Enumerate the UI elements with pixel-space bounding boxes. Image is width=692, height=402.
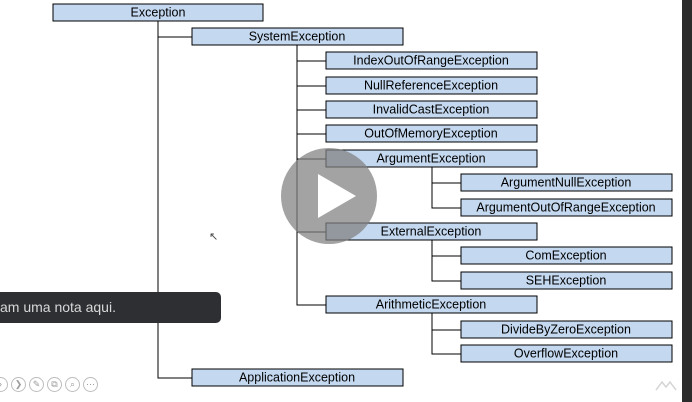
node-seh-exception: SEHException	[460, 271, 673, 290]
node-overflow-exception: OverflowException	[460, 344, 673, 363]
mouse-pointer-icon: ↖	[209, 231, 219, 243]
pen-icon[interactable]: ✎	[29, 377, 44, 392]
zoom-icon[interactable]: ⌕	[65, 377, 80, 392]
more-icon[interactable]: ⋯	[83, 377, 98, 392]
node-com-exception: ComException	[460, 246, 673, 265]
svg-text:ArgumentNullException: ArgumentNullException	[501, 176, 632, 190]
play-button[interactable]	[281, 148, 377, 244]
svg-text:ApplicationException: ApplicationException	[239, 371, 355, 385]
next-icon[interactable]: ❯	[11, 377, 26, 392]
svg-text:ComException: ComException	[525, 249, 606, 263]
node-argument-out-of-range-exception: ArgumentOutOfRangeException	[460, 198, 673, 217]
node-application-exception: ApplicationException	[191, 368, 404, 387]
node-index-out-of-range-exception: IndexOutOfRangeException	[325, 51, 538, 70]
node-system-exception: SystemException	[191, 27, 404, 46]
node-argument-null-exception: ArgumentNullException	[460, 173, 673, 192]
previous-icon[interactable]: ›	[0, 377, 8, 392]
svg-text:ArgumentOutOfRangeException: ArgumentOutOfRangeException	[476, 201, 655, 215]
note-tooltip: am uma nota aqui.	[0, 292, 221, 323]
svg-text:ArithmeticException: ArithmeticException	[376, 298, 487, 312]
svg-text:NullReferenceException: NullReferenceException	[364, 79, 498, 93]
watermark-icon	[655, 381, 677, 391]
node-out-of-memory-exception: OutOfMemoryException	[325, 124, 538, 143]
connector-lines	[157, 21, 461, 379]
slide-toolbar: › ❯ ✎ ⧉ ⌕ ⋯	[0, 377, 98, 393]
node-invalid-cast-exception: InvalidCastException	[325, 100, 538, 119]
svg-text:DivideByZeroException: DivideByZeroException	[501, 323, 631, 337]
node-exception: Exception	[52, 3, 264, 22]
svg-text:SEHException: SEHException	[526, 274, 607, 288]
svg-text:ArgumentException: ArgumentException	[376, 152, 485, 166]
play-icon	[318, 174, 356, 218]
node-null-reference-exception: NullReferenceException	[325, 76, 538, 95]
node-arithmetic-exception: ArithmeticException	[325, 295, 538, 314]
svg-text:ExternalException: ExternalException	[381, 225, 482, 239]
copy-icon[interactable]: ⧉	[47, 377, 62, 392]
note-text: am uma nota aqui.	[0, 299, 116, 315]
node-divide-by-zero-exception: DivideByZeroException	[460, 320, 673, 339]
svg-text:OutOfMemoryException: OutOfMemoryException	[364, 127, 497, 141]
svg-text:Exception: Exception	[131, 6, 186, 20]
svg-text:OverflowException: OverflowException	[514, 347, 618, 361]
svg-text:SystemException: SystemException	[249, 30, 346, 44]
svg-text:IndexOutOfRangeException: IndexOutOfRangeException	[353, 54, 509, 68]
window-edge	[682, 0, 692, 402]
svg-text:InvalidCastException: InvalidCastException	[373, 103, 490, 117]
node-external-exception: ExternalException	[325, 222, 538, 241]
